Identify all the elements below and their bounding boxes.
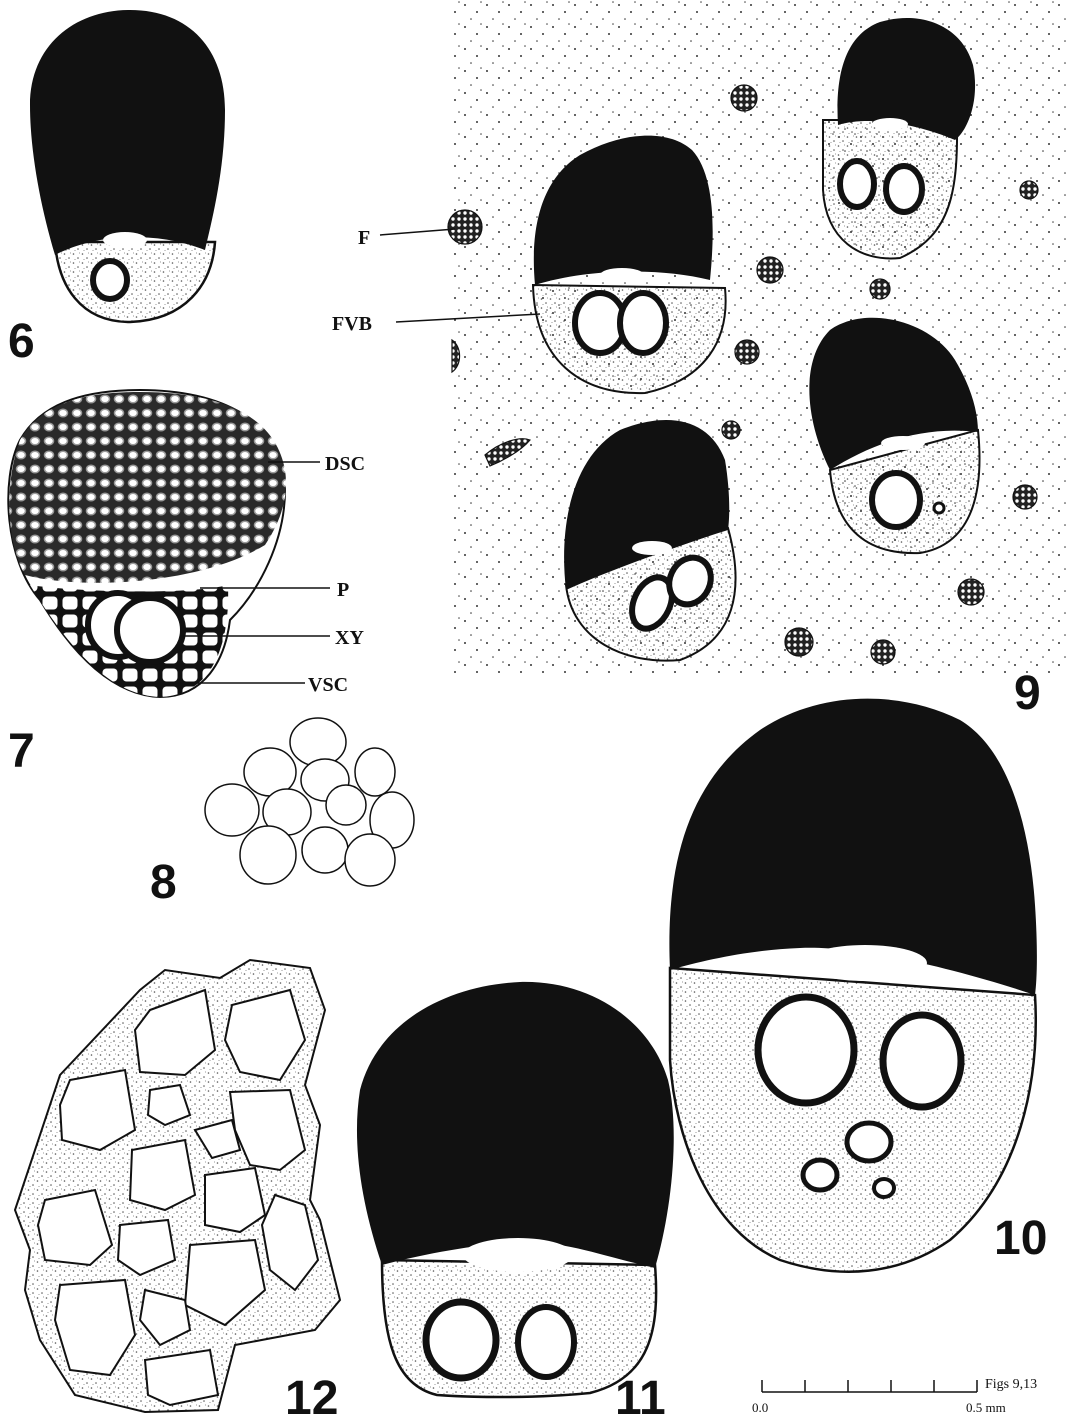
fig10-vessel <box>883 1015 961 1107</box>
bundle-vessel <box>872 473 920 527</box>
fig9-label-f: F <box>358 227 370 249</box>
fig11-number: 11 <box>615 1372 666 1421</box>
bundle-vessel-small <box>934 503 944 513</box>
fig7-label-vsc: VSC <box>308 674 348 696</box>
scale-end: 0.5 mm <box>966 1400 1006 1415</box>
fig6-cap-notch <box>103 232 147 248</box>
bundle-notch <box>632 541 672 555</box>
fig8-cell <box>326 785 366 825</box>
bundle-vessel <box>886 166 922 212</box>
fig9-number: 9 <box>1014 667 1041 720</box>
bundle-vessel <box>840 161 874 207</box>
fig10-number: 10 <box>994 1212 1047 1265</box>
fig6-vessel <box>93 261 127 299</box>
fiber-bundle <box>735 340 759 364</box>
fig9-leader-f <box>380 229 455 235</box>
fig10-vessel-small <box>874 1179 894 1197</box>
fiber-bundle <box>722 421 740 439</box>
fig8-cell <box>345 834 395 886</box>
fig8-number: 8 <box>150 856 177 909</box>
figure-6: 6 <box>8 10 225 368</box>
fig8-cell <box>302 827 348 873</box>
fig11-cap-notch <box>463 1238 573 1272</box>
figure-8: 8 <box>150 718 414 909</box>
fig11-vessel <box>518 1307 574 1377</box>
fig6-stippled-base <box>55 242 215 322</box>
fig7-label-dsc: DSC <box>325 453 365 475</box>
figure-9: F FVB 9 <box>332 0 1070 720</box>
fiber-bundle <box>1013 485 1037 509</box>
fig6-dark-cap <box>30 10 225 255</box>
figure-11: 11 <box>357 982 674 1421</box>
fiber-bundle <box>785 628 813 656</box>
fig9-label-fvb: FVB <box>332 313 372 335</box>
fig7-label-p: P <box>337 579 349 601</box>
fiber-bundle <box>870 279 890 299</box>
fig10-vessel-small <box>803 1160 837 1190</box>
fiber-bundle <box>1020 181 1038 199</box>
fig12-number: 12 <box>285 1372 338 1421</box>
fiber-bundle <box>757 257 783 283</box>
scale-start: 0.0 <box>752 1400 768 1415</box>
bundle-vessel <box>620 293 666 353</box>
fig8-cell <box>205 784 259 836</box>
fig11-vessel <box>426 1302 496 1378</box>
fig12-cell <box>145 1350 218 1405</box>
fig12-cell <box>130 1140 195 1210</box>
bundle-notch <box>872 118 908 130</box>
fig10-vessel-small <box>847 1123 891 1161</box>
fig11-dark-cap <box>357 982 674 1268</box>
fig8-cell <box>290 718 346 766</box>
scale-caption: Figs 9,13 <box>985 1377 1037 1392</box>
fig10-vessel <box>758 997 854 1103</box>
figure-10: 10 <box>669 699 1047 1272</box>
fig7-label-xy: XY <box>335 627 364 649</box>
fig8-cell <box>355 748 395 796</box>
fiber-bundle <box>871 640 895 664</box>
bundle-notch <box>600 268 644 282</box>
fig7-xylem-right <box>117 598 183 662</box>
fiber-bundle <box>731 85 757 111</box>
fiber-bundle <box>958 579 984 605</box>
scale-bar: Figs 9,13 0.0 0.5 mm <box>752 1377 1037 1415</box>
fig7-dorsal-sclerenchyma <box>9 392 286 583</box>
fig8-cell <box>240 826 296 884</box>
fig10-stippled-base <box>670 968 1036 1272</box>
fig6-number: 6 <box>8 315 35 368</box>
fig9-bundle-a <box>533 136 726 394</box>
figure-12: 12 <box>15 960 340 1421</box>
fig7-number: 7 <box>8 725 35 778</box>
fig10-cap-notch <box>803 945 927 981</box>
bundle-notch <box>881 436 925 450</box>
fiber-bundle <box>448 210 482 244</box>
